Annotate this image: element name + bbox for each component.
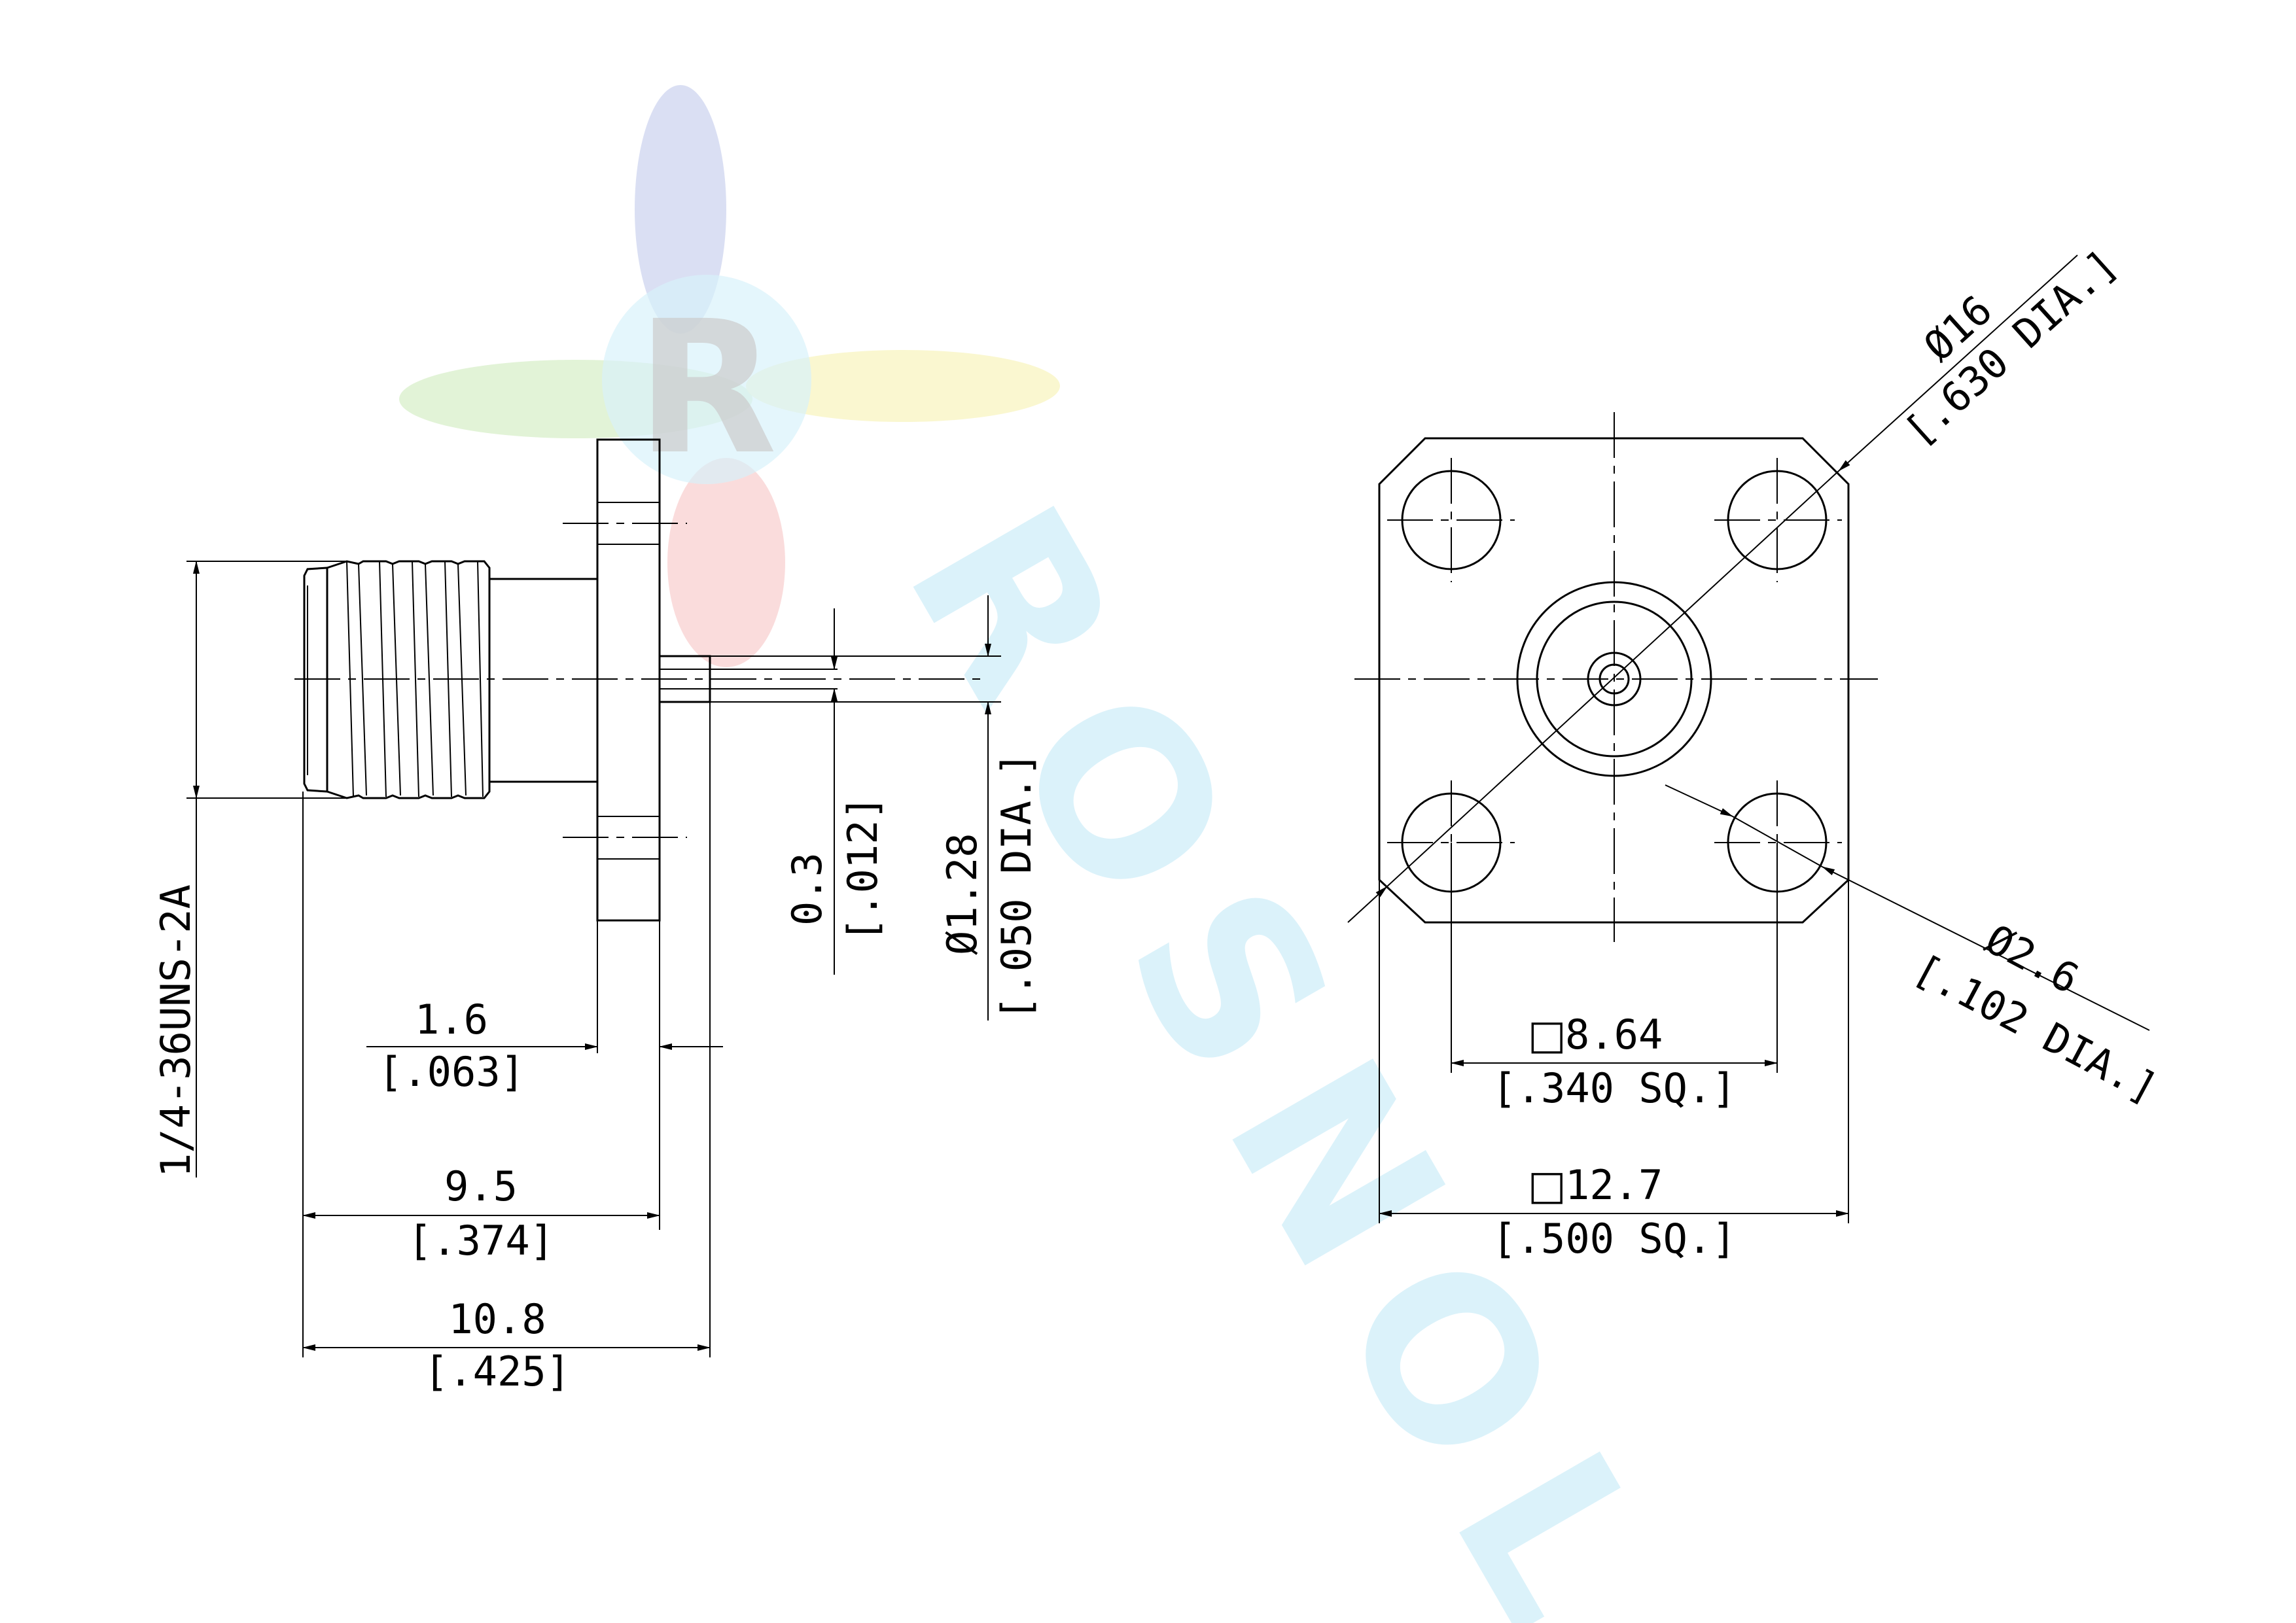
flange-size-inch: [.500 SQ.] <box>1492 1215 1736 1263</box>
bolt-circle-diag <box>1386 470 1839 887</box>
pin-step-inch: [.012] <box>839 795 887 942</box>
flange-square <box>1378 437 1850 924</box>
hole-spacing-symbol: □ <box>1528 1011 1566 1058</box>
flange-side <box>596 438 661 922</box>
pin-step-mm: 0.3 <box>783 852 831 926</box>
overall-length-inch: [.425] <box>424 1348 571 1395</box>
hole-dia-through <box>1732 816 1823 867</box>
bolt-circle-leader <box>1838 254 2078 472</box>
logo-blue-swoosh <box>635 85 726 334</box>
thread-label: 1/4-36UNS-2A <box>152 884 200 1178</box>
body-length-mm: 9.5 <box>444 1162 518 1210</box>
front-view: Ø16 [.630 DIA.] Ø2.6 [.102 DIA.] □ 8.64 … <box>1347 240 2166 1263</box>
mid-ring <box>1536 601 1693 758</box>
watermark-logo: R <box>399 85 1060 667</box>
flange-thickness-mm: 1.6 <box>415 996 488 1043</box>
outer-ring <box>1516 581 1712 777</box>
pin-diameter-inch: [.050 DIA.] <box>993 752 1040 1021</box>
body-neck <box>488 578 599 783</box>
side-view: 1/4-36UNS-2A 1.6 [.063] 9.5 [.374] 10.8 … <box>152 438 1040 1395</box>
flange-thickness-inch: [.063] <box>378 1048 525 1096</box>
center-pin <box>1598 663 1630 695</box>
flange-size-mm: 12.7 <box>1565 1161 1663 1209</box>
logo-letter: R <box>636 282 777 495</box>
hole-spacing-mm: 8.64 <box>1565 1011 1663 1058</box>
logo-red-swoosh <box>667 458 785 667</box>
dielectric <box>1587 652 1642 707</box>
hole-dia-leader <box>1822 866 2150 1031</box>
hole-spacing-inch: [.340 SQ.] <box>1492 1064 1736 1112</box>
overall-length-mm: 10.8 <box>448 1295 546 1343</box>
logo-green-swoosh <box>399 360 752 438</box>
body-length-inch: [.374] <box>408 1217 554 1265</box>
hole-dia-arrow-in <box>1665 784 1733 817</box>
flange-size-symbol: □ <box>1528 1161 1566 1209</box>
pin-diameter-mm: Ø1.28 <box>938 833 986 955</box>
logo-yellow-swoosh <box>746 350 1060 422</box>
bolt-circle-arrow-bl <box>1347 886 1388 923</box>
logo-disc <box>602 275 811 484</box>
